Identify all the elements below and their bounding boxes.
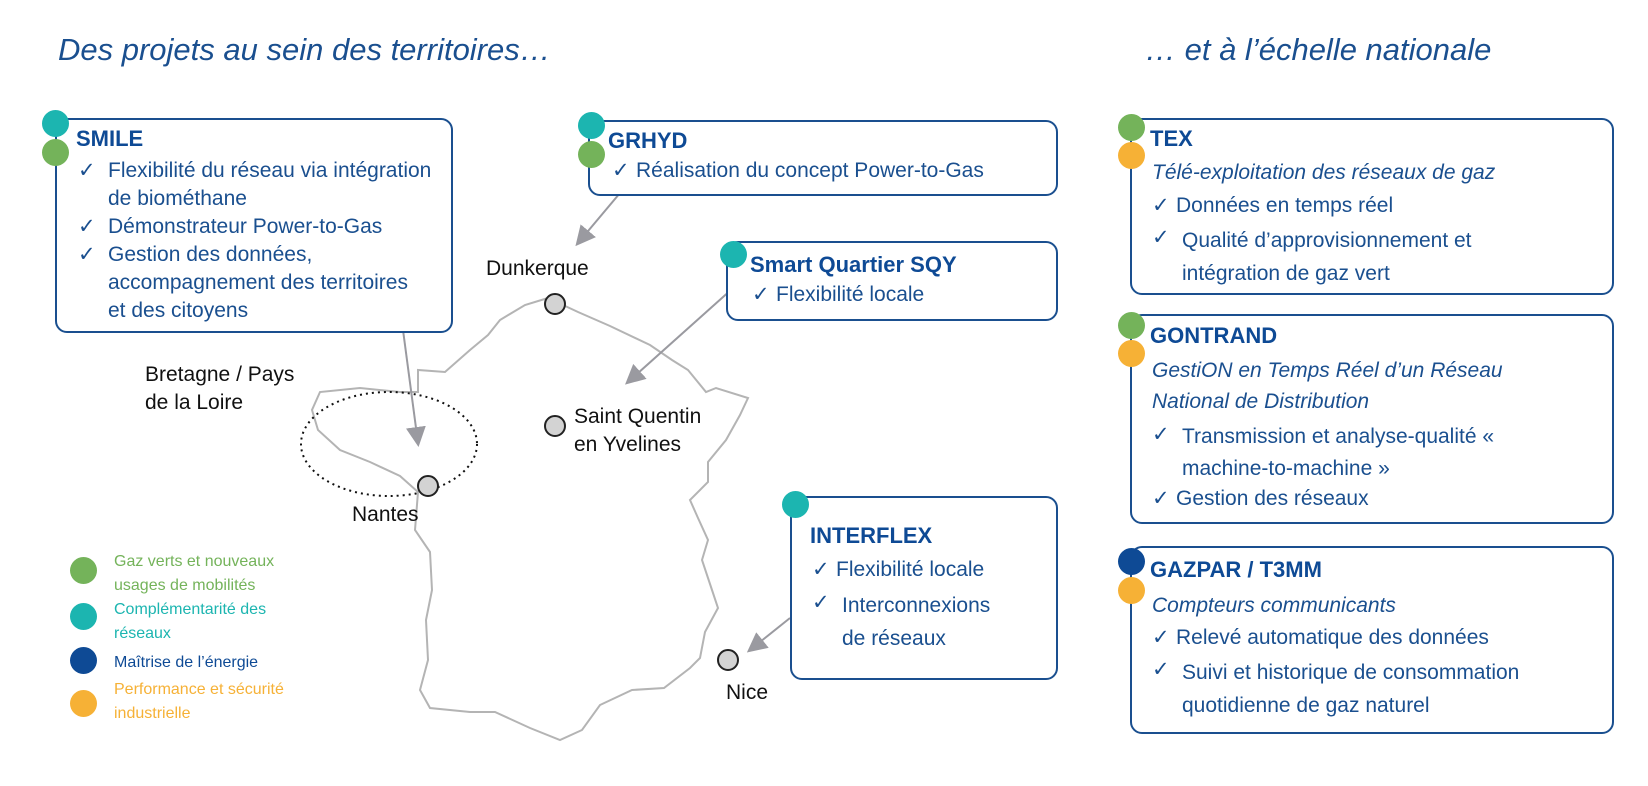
theme-dot-green bbox=[42, 139, 69, 166]
check-icon: ✓ bbox=[1152, 658, 1170, 681]
arrow-grhyd-dunkerque bbox=[575, 192, 621, 247]
arrow-smile-nantes bbox=[402, 329, 426, 447]
check-icon: ✓ bbox=[1152, 194, 1170, 217]
theme-dot-green bbox=[578, 141, 605, 168]
bretagne-region-ellipse bbox=[300, 391, 478, 497]
project-item: ✓ Flexibilité du réseau via intégration … bbox=[78, 159, 432, 210]
check-icon: ✓ bbox=[1152, 423, 1170, 446]
legend-dot-green bbox=[70, 557, 97, 584]
city-label-sqy-line2: en Yvelines bbox=[574, 433, 682, 456]
france-outline bbox=[310, 296, 750, 742]
theme-dot-teal bbox=[42, 110, 69, 137]
check-icon: ✓ bbox=[812, 591, 830, 614]
arrow-interflex-nice bbox=[746, 617, 791, 653]
region-label-bretagne-line2: de la Loire bbox=[145, 391, 244, 414]
city-marker-nantes bbox=[417, 475, 439, 497]
city-marker-nice bbox=[717, 649, 739, 671]
project-item: ✓ Démonstrateur Power-to-Gas bbox=[78, 213, 438, 241]
project-box-grhyd bbox=[588, 120, 1058, 196]
theme-dot-orange bbox=[1118, 340, 1145, 367]
heading-national: … et à l’échelle nationale bbox=[1145, 32, 1492, 67]
check-icon: ✓ bbox=[612, 159, 630, 182]
check-icon: ✓ bbox=[1152, 626, 1170, 649]
project-item: ✓ Transmission et analyse-qualité « mach… bbox=[1152, 423, 1495, 480]
legend-dot-orange bbox=[70, 690, 97, 717]
project-item: ✓Flexibilité locale bbox=[812, 556, 1052, 584]
project-subtitle-gontrand-line1: GestiON en Temps Réel d’un Réseau bbox=[1152, 359, 1503, 382]
project-item: ✓Relevé automatique des données bbox=[1152, 624, 1592, 652]
theme-dot-orange bbox=[1118, 577, 1145, 604]
project-title-interflex: INTERFLEX bbox=[810, 523, 933, 548]
theme-dot-navy bbox=[1118, 548, 1145, 575]
legend-dot-teal bbox=[70, 603, 97, 630]
region-label-bretagne-line1: Bretagne / Pays bbox=[145, 363, 295, 386]
project-subtitle-gontrand-line2: National de Distribution bbox=[1152, 390, 1370, 413]
check-icon: ✓ bbox=[752, 283, 770, 306]
project-item: ✓Flexibilité locale bbox=[752, 281, 1042, 309]
check-icon: ✓ bbox=[78, 215, 96, 238]
check-icon: ✓ bbox=[812, 558, 830, 581]
check-icon: ✓ bbox=[1152, 226, 1170, 249]
project-title-grhyd: GRHYD bbox=[608, 128, 688, 153]
project-item: ✓ Qualité d’approvisionnement et intégra… bbox=[1152, 226, 1472, 285]
city-label-nice: Nice bbox=[726, 681, 769, 704]
legend-dot-navy bbox=[70, 647, 97, 674]
project-item: ✓Réalisation du concept Power-to-Gas bbox=[612, 157, 1052, 185]
check-icon: ✓ bbox=[1152, 487, 1170, 510]
check-icon: ✓ bbox=[78, 159, 96, 182]
project-item: ✓ Suivi et historique de consommation qu… bbox=[1152, 658, 1520, 717]
project-subtitle-gazpar: Compteurs communicants bbox=[1152, 594, 1396, 617]
theme-dot-teal bbox=[720, 241, 747, 268]
project-title-gontrand: GONTRAND bbox=[1150, 323, 1278, 348]
project-box-sqy bbox=[726, 241, 1058, 321]
project-subtitle-tex: Télé-exploitation des réseaux de gaz bbox=[1152, 161, 1496, 184]
project-box-smile bbox=[55, 118, 453, 333]
project-title-tex: TEX bbox=[1150, 126, 1193, 151]
theme-dot-green bbox=[1118, 114, 1145, 141]
city-marker-dunkerque bbox=[544, 293, 566, 315]
city-label-nantes: Nantes bbox=[352, 503, 419, 526]
city-marker-sqy bbox=[544, 415, 566, 437]
arrow-sqy bbox=[625, 288, 733, 385]
theme-dot-green bbox=[1118, 312, 1145, 339]
project-box-gazpar bbox=[1130, 546, 1614, 734]
legend-label-navy: Maîtrise de l’énergie bbox=[114, 654, 259, 671]
project-item: ✓Gestion des réseaux bbox=[1152, 485, 1592, 513]
project-item: ✓ Gestion des données, accompagnement de… bbox=[78, 243, 408, 322]
project-title-sqy: Smart Quartier SQY bbox=[750, 252, 957, 277]
theme-dot-teal bbox=[578, 112, 605, 139]
city-label-sqy-line1: Saint Quentin bbox=[574, 405, 702, 428]
project-title-smile: SMILE bbox=[76, 126, 144, 151]
project-title-gazpar: GAZPAR / T3MM bbox=[1150, 557, 1322, 582]
theme-dot-orange bbox=[1118, 142, 1145, 169]
project-item: ✓ Interconnexions de réseaux bbox=[812, 591, 991, 650]
check-icon: ✓ bbox=[78, 243, 96, 266]
theme-dot-teal bbox=[782, 491, 809, 518]
heading-territoires: Des projets au sein des territoires… bbox=[58, 32, 551, 67]
city-label-dunkerque: Dunkerque bbox=[486, 257, 589, 280]
project-box-gontrand bbox=[1130, 314, 1614, 524]
project-box-interflex bbox=[790, 496, 1058, 680]
project-box-tex bbox=[1130, 118, 1614, 295]
project-item: ✓Données en temps réel bbox=[1152, 192, 1592, 220]
